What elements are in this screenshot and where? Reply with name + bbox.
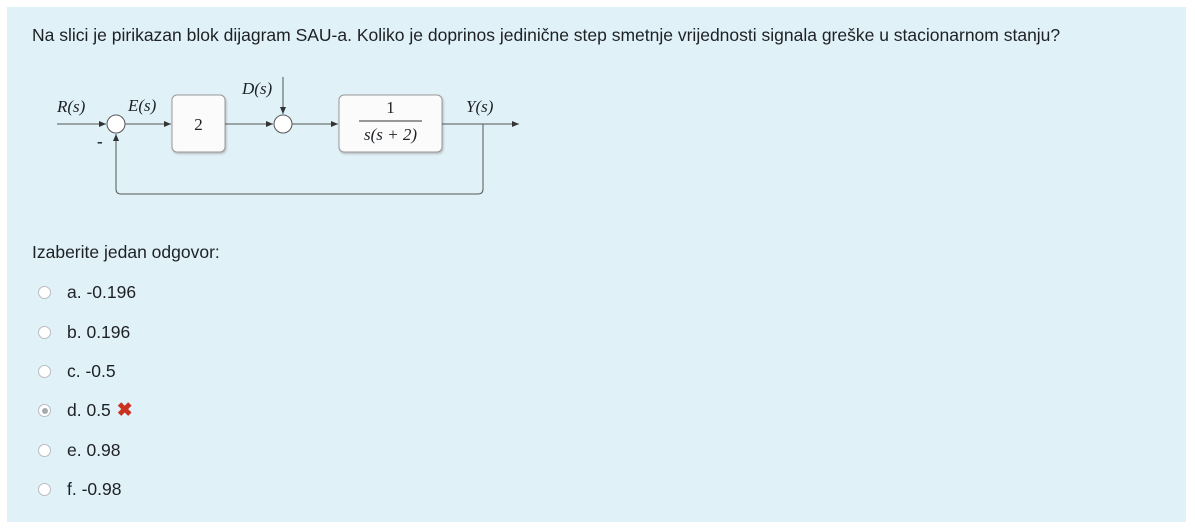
- option-e[interactable]: e. 0.98: [38, 431, 136, 470]
- feedback-sign: -: [97, 132, 103, 151]
- option-c[interactable]: c. -0.5: [38, 352, 136, 391]
- radio-d[interactable]: [38, 404, 51, 418]
- gain-value: 2: [194, 115, 203, 134]
- option-b[interactable]: b. 0.196: [38, 312, 136, 351]
- answer-prompt: Izaberite jedan odgovor:: [32, 242, 220, 262]
- option-b-label: b. 0.196: [67, 321, 131, 342]
- feedback-path: [113, 124, 484, 195]
- disturbance-label: D(s): [241, 79, 273, 98]
- question-card: Na slici je pirikazan blok dijagram SAU-…: [7, 7, 1186, 522]
- radio-e[interactable]: [38, 443, 51, 457]
- option-a[interactable]: a. -0.196: [38, 273, 136, 312]
- plant-denominator: s(s + 2): [364, 125, 417, 144]
- radio-a[interactable]: [38, 286, 51, 300]
- error-label: E(s): [127, 96, 157, 115]
- option-d-label: d. 0.5: [67, 400, 111, 421]
- option-f-label: f. -0.98: [67, 479, 122, 500]
- option-d[interactable]: d. 0.5 ✖: [38, 391, 136, 430]
- radio-f[interactable]: [38, 483, 51, 497]
- plant-numerator: 1: [386, 98, 395, 117]
- cross-icon: ✖: [116, 400, 133, 422]
- option-e-label: e. 0.98: [67, 439, 121, 460]
- radio-b[interactable]: [38, 325, 51, 339]
- input-label: R(s): [56, 97, 86, 116]
- question-text: Na slici je pirikazan blok dijagram SAU-…: [32, 25, 1061, 45]
- summing-junction-1: [106, 114, 126, 134]
- radio-c[interactable]: [38, 364, 51, 378]
- summing-junction-2: [273, 114, 293, 134]
- option-c-label: c. -0.5: [67, 360, 116, 381]
- output-label: Y(s): [466, 97, 494, 116]
- option-a-label: a. -0.196: [67, 282, 137, 303]
- block-diagram: 2 D(s) 1 s(s + 2) Y(s) - R(s) E(s): [56, 77, 519, 195]
- answer-options: a. -0.196 b. 0.196 c. -0.5 d. 0.5 ✖ e. 0…: [38, 273, 136, 509]
- option-f[interactable]: f. -0.98: [38, 470, 136, 509]
